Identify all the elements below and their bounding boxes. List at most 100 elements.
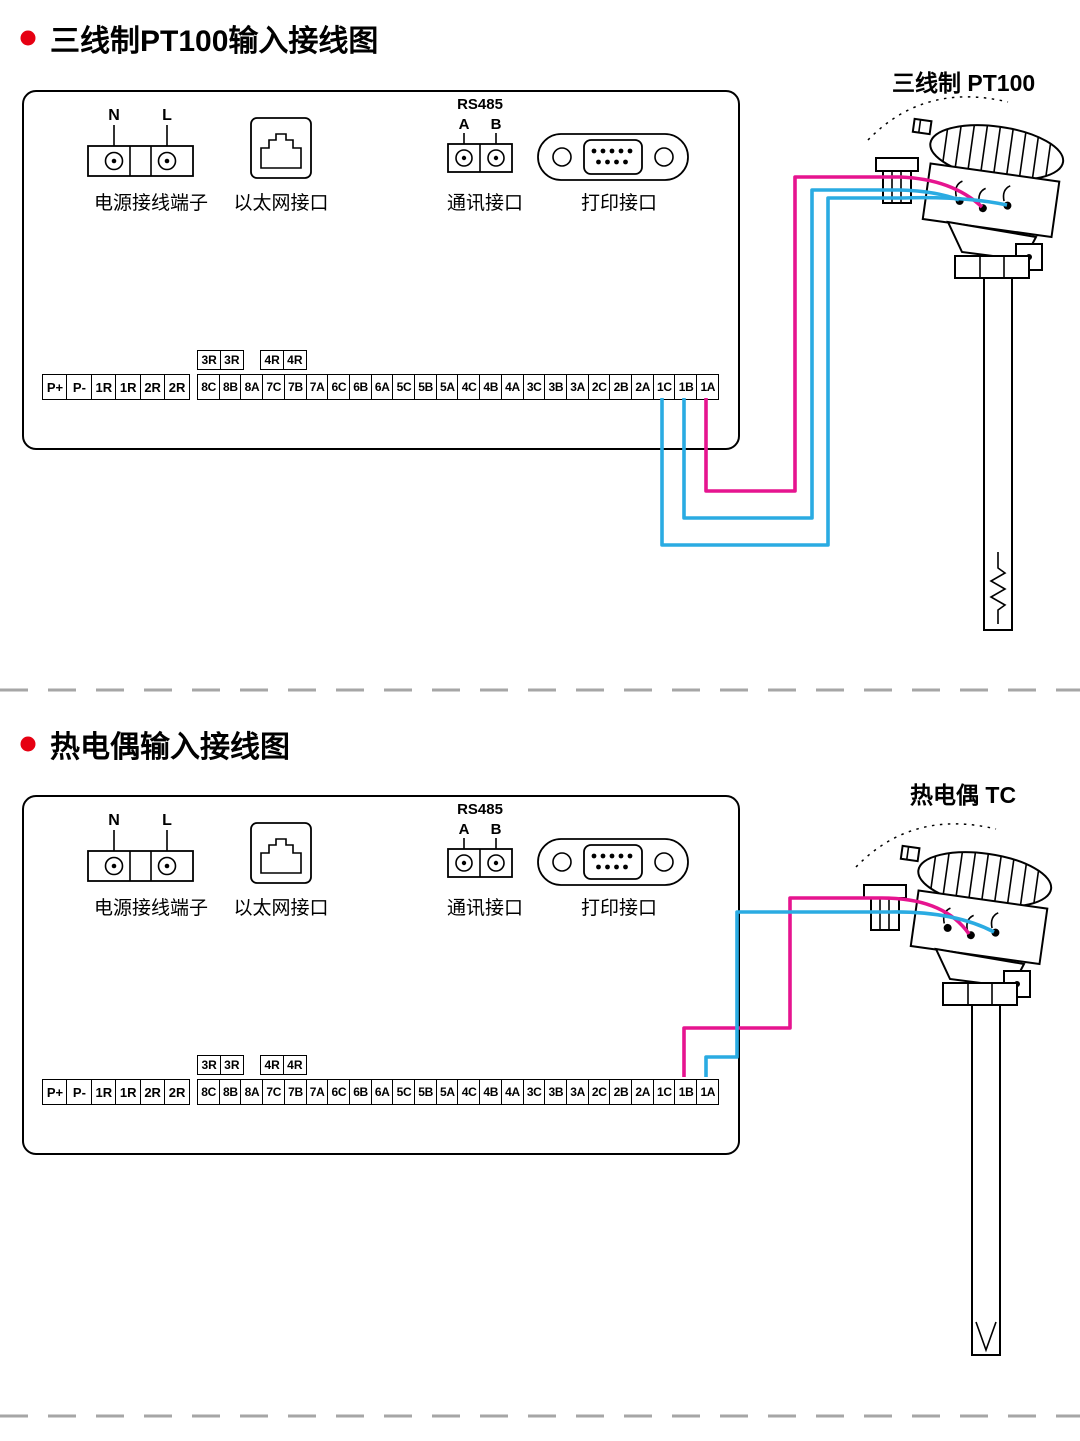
terminal-cell: 4B <box>479 1079 503 1105</box>
ethernet-port-icon <box>250 117 312 179</box>
terminal-cell: 1A <box>696 374 720 400</box>
tc-wire-blue-1a <box>704 910 995 1077</box>
terminal-cell: 3R <box>197 1055 222 1075</box>
terminal-cell: 3A <box>565 1079 590 1105</box>
terminal-cell: 4A <box>500 1079 525 1105</box>
section-title-text: 热电偶输入接线图 <box>50 731 290 764</box>
terminal-cell: P- <box>66 1079 93 1105</box>
terminal-cell: 5A <box>435 1079 460 1105</box>
terminal-cell: 2A <box>631 1079 655 1105</box>
power-caption: 电源接线端子 <box>93 193 208 214</box>
terminal-cell: 5C <box>392 374 416 400</box>
terminal-cell: 3R <box>219 1055 244 1075</box>
terminal-cell: 6A <box>370 374 394 400</box>
terminal-cell: 5B <box>414 1079 438 1105</box>
comm-caption: 通讯接口 <box>446 193 523 214</box>
rs485-a-label: A <box>459 821 470 838</box>
section-title-text: 三线制PT100输入接线图 <box>50 25 379 58</box>
db9-printer-port-icon <box>537 133 689 181</box>
terminal-cell: 3R <box>219 350 244 370</box>
terminal-cell: 6C <box>327 1079 351 1105</box>
recorder-panel-tc: N L RS485 A B 电源接 <box>22 795 740 1155</box>
terminal-cell: 6C <box>327 374 351 400</box>
terminal-cell: 3B <box>544 374 568 400</box>
terminal-cell: 2C <box>587 374 611 400</box>
terminal-cell: 2C <box>587 1079 611 1105</box>
tc-sensor-graphic <box>855 822 1056 1356</box>
ethernet-port-icon <box>250 822 312 884</box>
ethernet-caption: 以太网接口 <box>233 898 329 919</box>
terminal-cell: 3B <box>544 1079 568 1105</box>
terminal-cell: 1B <box>674 374 698 400</box>
terminal-cell: 3R <box>197 350 222 370</box>
section-title-tc: 热电偶输入接线图 <box>20 722 290 766</box>
bullet-icon <box>20 30 36 46</box>
terminal-cell: 7C <box>262 1079 286 1105</box>
terminal-cell: 8A <box>240 374 264 400</box>
terminal-cell: 3C <box>522 1079 546 1105</box>
terminal-cell: 8C <box>197 374 221 400</box>
tc-sensor-label: 热电偶 TC <box>910 782 1017 808</box>
rs485-b-label: B <box>491 116 502 133</box>
terminal-cell: 4C <box>457 1079 481 1105</box>
terminal-cell: 6B <box>348 1079 373 1105</box>
printer-caption: 打印接口 <box>580 193 657 214</box>
terminal-cell: 4R <box>282 1055 307 1075</box>
terminal-cell: 8A <box>240 1079 264 1105</box>
terminal-cell: 6A <box>370 1079 394 1105</box>
power-terminal-icon: N L <box>87 107 194 177</box>
terminal-cell: 1C <box>652 1079 677 1105</box>
terminal-cell: 1R <box>115 1079 142 1105</box>
terminal-cell: 4B <box>479 374 503 400</box>
terminal-cell: 1B <box>674 1079 698 1105</box>
terminal-cell: 1C <box>652 374 677 400</box>
terminal-cell: 3A <box>565 374 590 400</box>
terminal-cell: 1R <box>115 374 142 400</box>
terminal-cell: 2B <box>609 1079 633 1105</box>
terminal-cell: 5B <box>414 374 438 400</box>
power-caption: 电源接线端子 <box>93 898 208 919</box>
terminal-cell: 4R <box>282 350 307 370</box>
terminal-cell: P+ <box>42 1079 68 1105</box>
terminal-cell: 8B <box>218 374 242 400</box>
power-n-label: N <box>108 107 120 124</box>
terminal-cell: 1R <box>90 1079 117 1105</box>
terminal-cell: 4C <box>457 374 481 400</box>
terminal-cell: 5A <box>435 374 460 400</box>
terminal-cell: 4R <box>260 1055 285 1075</box>
terminal-cell: 2R <box>164 374 191 400</box>
terminal-cell: 7C <box>262 374 286 400</box>
terminal-cell: 4R <box>260 350 285 370</box>
comm-caption: 通讯接口 <box>446 898 523 919</box>
section-title-pt100: 三线制PT100输入接线图 <box>20 16 378 60</box>
tc-junction-symbol <box>975 1321 997 1353</box>
pt100-sensor-label: 三线制 PT100 <box>892 70 1036 96</box>
terminal-cell: 8C <box>197 1079 221 1105</box>
printer-caption: 打印接口 <box>580 898 657 919</box>
terminal-cell: 7B <box>283 1079 308 1105</box>
power-l-label: L <box>162 107 172 124</box>
terminal-cell: 2R <box>139 1079 166 1105</box>
rs485-label: RS485 <box>457 801 503 818</box>
terminal-cell: 2B <box>609 374 633 400</box>
power-n-label: N <box>108 812 120 829</box>
terminal-cell: 8B <box>218 1079 242 1105</box>
power-l-label: L <box>162 812 172 829</box>
recorder-panel-pt100: N L RS485 A B 电源接 <box>22 90 740 450</box>
rs485-terminal-icon: RS485 A B <box>447 96 513 173</box>
rs485-a-label: A <box>459 116 470 133</box>
terminal-cell: 4A <box>500 374 525 400</box>
terminal-cell: 2A <box>631 374 655 400</box>
terminal-cell: 5C <box>392 1079 416 1105</box>
terminal-cell: P- <box>66 374 93 400</box>
rs485-b-label: B <box>491 821 502 838</box>
terminal-cell: 7A <box>305 374 329 400</box>
bullet-icon <box>20 736 36 752</box>
